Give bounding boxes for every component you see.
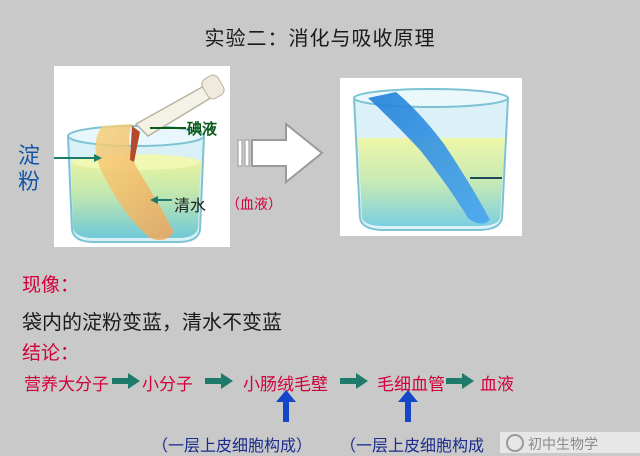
flow-step-blood: 血液 <box>480 375 514 395</box>
page-title: 实验二：消化与吸收原理 <box>204 26 436 50</box>
beaker-before-illustration <box>48 74 225 243</box>
starch-label: 淀粉 <box>17 144 40 195</box>
watermark: 初中生物学 <box>500 432 640 453</box>
epithelium-note-capillary: （一层上皮细胞构成 <box>340 436 485 455</box>
beaker-panel-after <box>340 78 522 236</box>
iodine-label: 碘液 <box>187 120 218 138</box>
flow-step-small-molecule: 小分子 <box>142 375 193 395</box>
conclusion-heading: 结论： <box>22 342 80 364</box>
flow-step-villus-wall: 小肠绒毛壁 <box>243 375 328 395</box>
up-arrow-icon <box>276 390 296 422</box>
transition-arrow-icon <box>237 121 324 185</box>
beaker-panel-before <box>48 66 230 247</box>
beaker-after-illustration <box>353 88 509 231</box>
flow-arrow-icon <box>340 373 368 389</box>
chat-bubble-icon <box>506 434 524 452</box>
watermark-text: 初中生物学 <box>528 437 598 453</box>
water-label: 清水 <box>174 196 207 215</box>
flow-step-macromolecule: 营养大分子 <box>24 375 109 395</box>
up-arrow-icon <box>398 390 418 422</box>
phenomenon-text: 袋内的淀粉变蓝，清水不变蓝 <box>22 310 282 334</box>
phenomenon-heading: 现像： <box>22 274 80 296</box>
flow-arrow-icon <box>112 373 140 389</box>
blood-label: （血液） <box>226 197 282 213</box>
flow-arrow-icon <box>205 373 233 389</box>
flow-arrow-icon <box>446 373 474 389</box>
epithelium-note-villus: （一层上皮细胞构成） <box>152 436 313 455</box>
flow-step-capillary: 毛细血管 <box>377 375 445 395</box>
